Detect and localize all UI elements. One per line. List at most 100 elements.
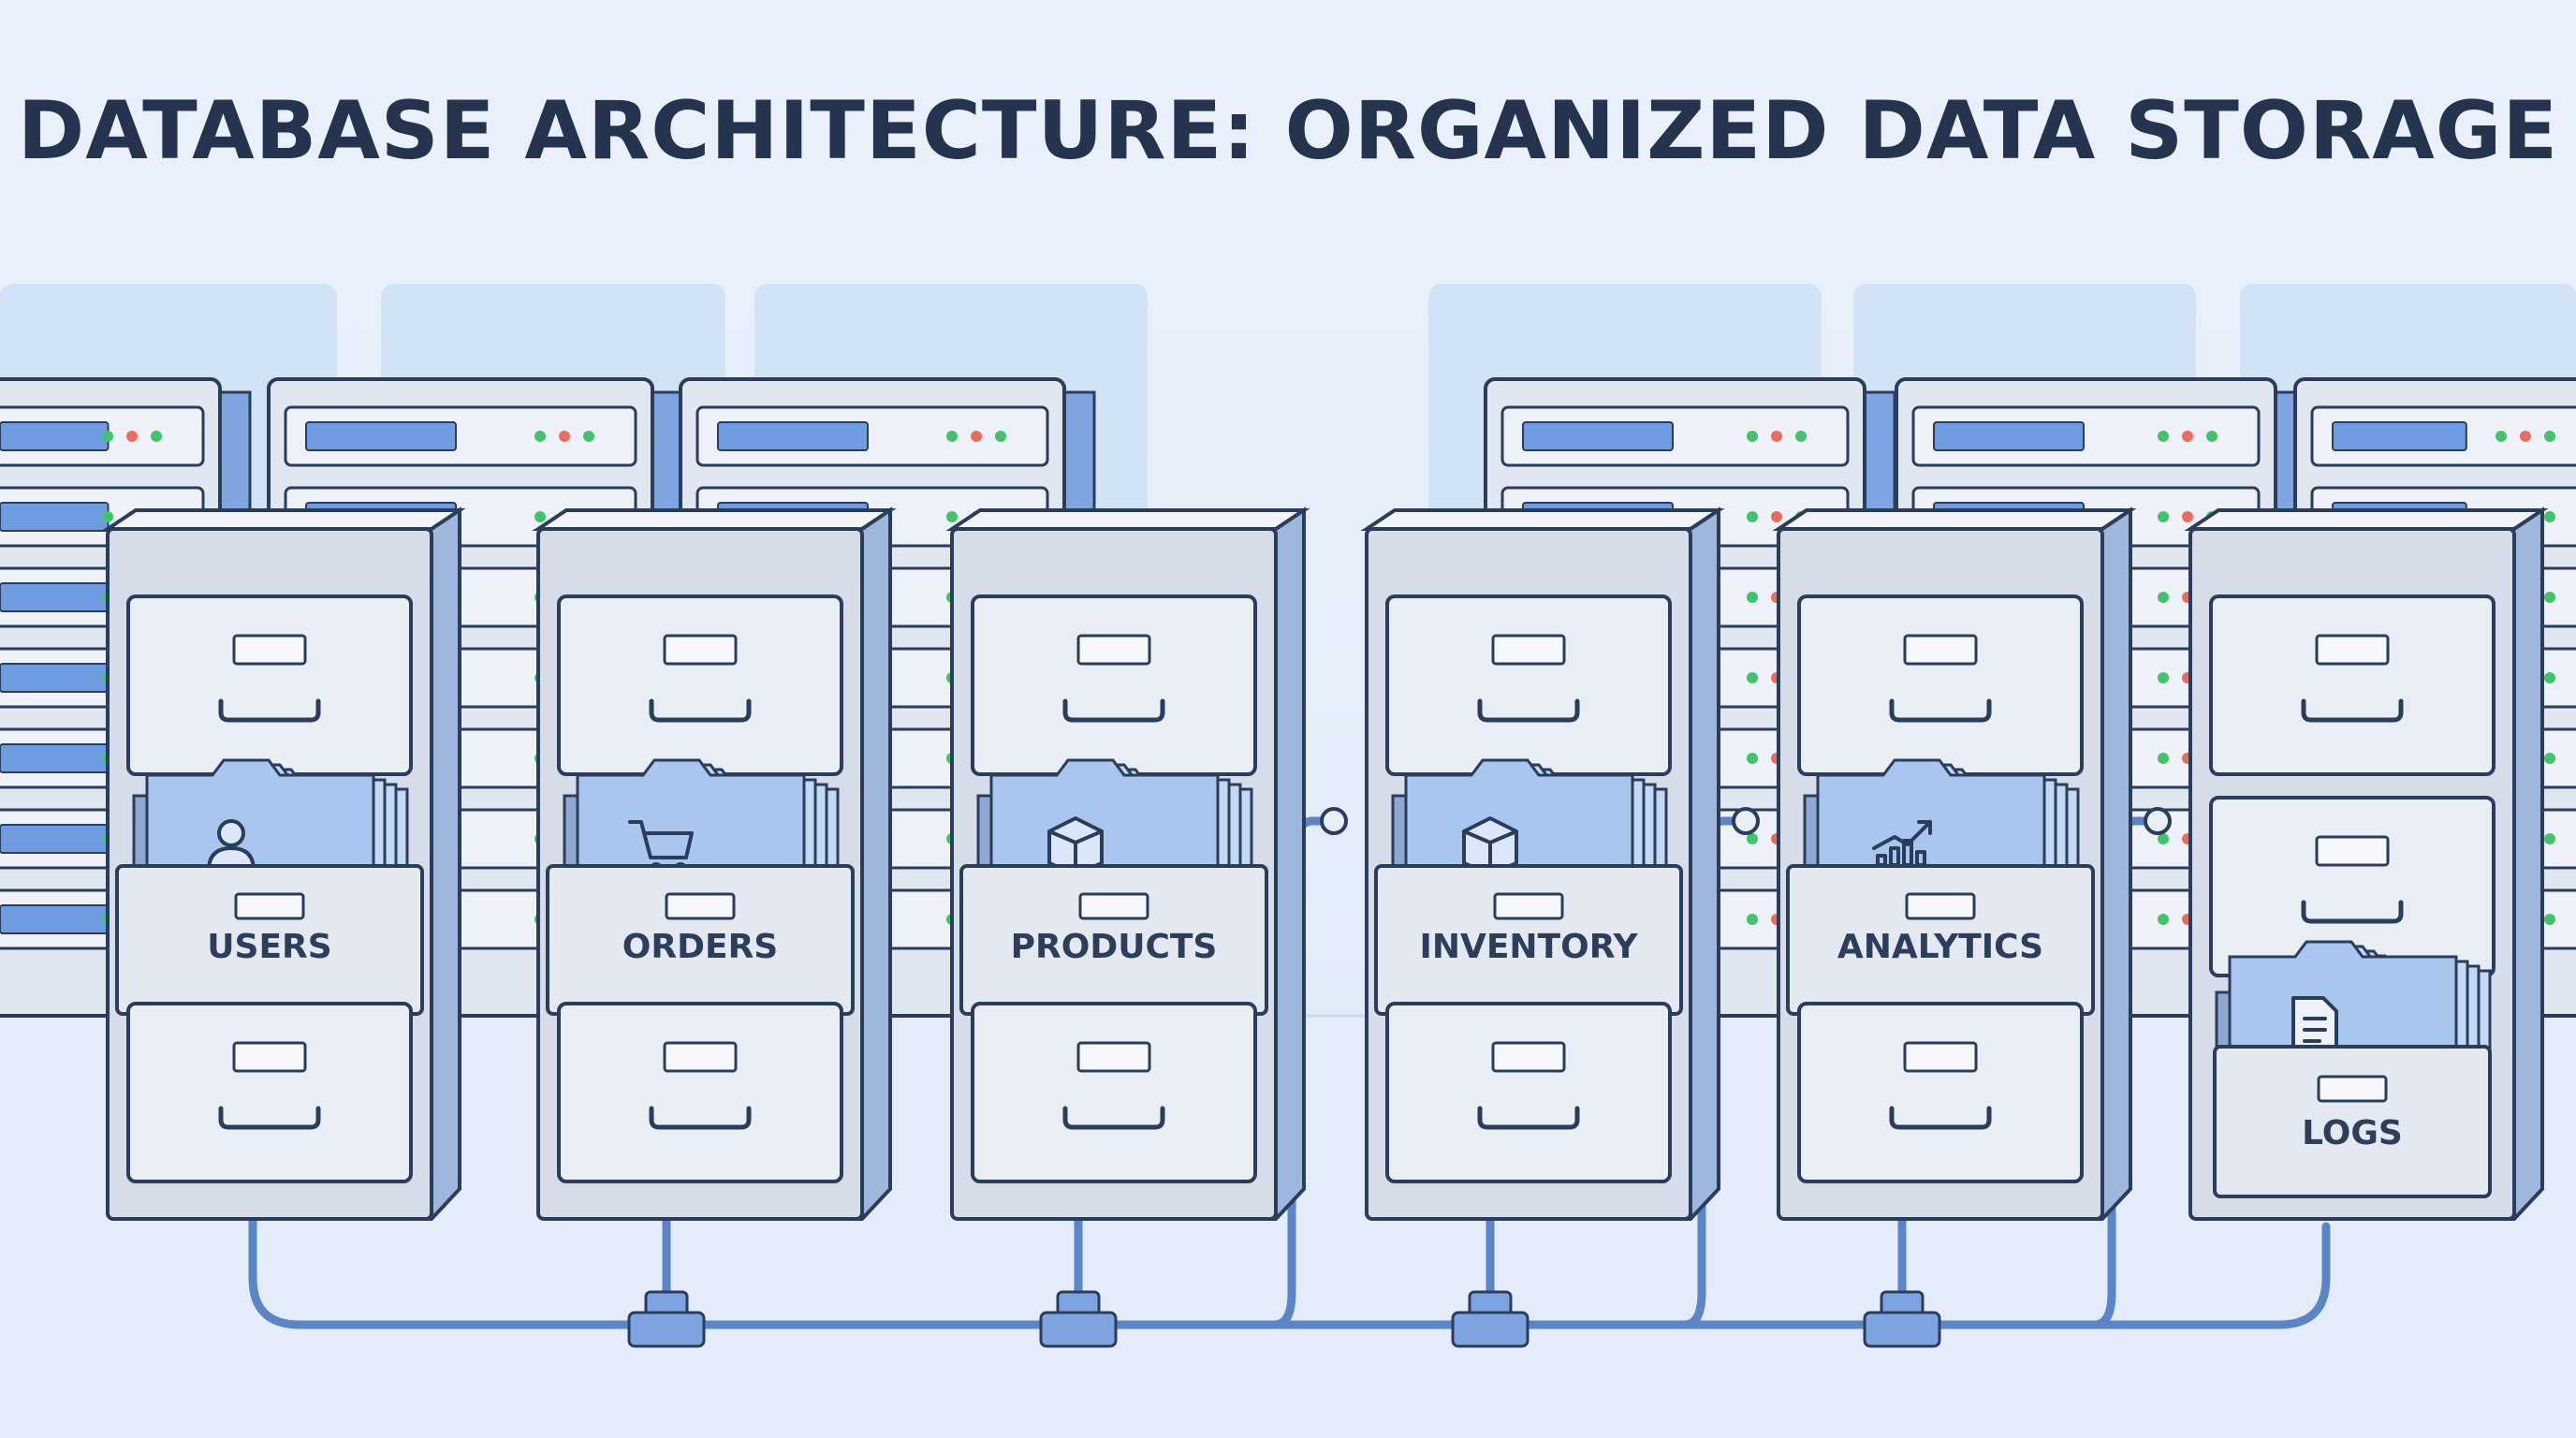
connector-base (627, 1311, 706, 1348)
server-led (559, 431, 570, 442)
drawer (971, 1002, 1257, 1183)
server-led (2544, 672, 2555, 683)
filing-cabinet-products: PRODUCTS (945, 506, 1310, 1221)
drawer-handle (1889, 1106, 1992, 1130)
cabinet-label: ANALYTICS (1837, 928, 2043, 966)
drawer-label-slot (2317, 1075, 2388, 1103)
drawer-label-slot (1903, 1041, 1978, 1073)
server-led (1747, 592, 1758, 603)
drawer-handle (218, 698, 321, 723)
drawer-handle (1062, 698, 1165, 723)
package-icon (1462, 816, 1518, 876)
server-unit-panel (1933, 421, 2085, 451)
folder (1404, 758, 1634, 874)
cabinet-top (2184, 508, 2549, 531)
folder (2228, 940, 2458, 1056)
drawer-label-slot (232, 634, 307, 666)
drawer-handle (2301, 698, 2404, 723)
server-led (534, 511, 546, 522)
pipe-valve (1320, 807, 1348, 835)
filing-cabinet-users: USERS (101, 506, 466, 1221)
server-led (1771, 511, 1782, 522)
server-unit-panel (0, 502, 110, 532)
server-led (2544, 914, 2555, 925)
drawer-label-slot (2315, 835, 2390, 867)
server-led (2158, 592, 2169, 603)
folder (576, 758, 806, 874)
pipe-valve (1732, 807, 1760, 835)
server-led (1747, 431, 1758, 442)
connector-base (1863, 1311, 1941, 1348)
drawer (1797, 1002, 2084, 1183)
cabinet-label: ORDERS (622, 928, 778, 966)
server-led (2158, 914, 2169, 925)
drawer-label-slot (1491, 1041, 1566, 1073)
drawer-handle (2301, 900, 2404, 924)
server-unit-panel (0, 904, 110, 934)
drawer-open (2213, 1045, 2492, 1198)
server-led (2544, 833, 2555, 844)
pipe-connector (1863, 1290, 1941, 1348)
server-led (946, 511, 958, 522)
server-led (2158, 431, 2169, 442)
cabinet-top (945, 508, 1310, 531)
server-led (2544, 592, 2555, 603)
cabinet-top (1772, 508, 2137, 531)
server-led (2182, 431, 2193, 442)
server-led (102, 431, 113, 442)
server-led (946, 431, 958, 442)
server-led (2544, 753, 2555, 764)
page-title: DATABASE ARCHITECTURE: ORGANIZED DATA ST… (17, 84, 2559, 178)
server-unit-panel (1522, 421, 1674, 451)
server-led (2544, 431, 2555, 442)
server-led (1747, 753, 1758, 764)
drawer-label-slot (1076, 1041, 1151, 1073)
filing-cabinet-orders: ORDERS (532, 506, 897, 1221)
drawer-handle (649, 1106, 752, 1130)
filing-cabinet-analytics: ANALYTICS (1772, 506, 2137, 1221)
server-led (102, 511, 113, 522)
server-led (2206, 431, 2217, 442)
server-led (1747, 511, 1758, 522)
drawer (1797, 594, 2084, 776)
cabinet-label: PRODUCTS (1011, 928, 1218, 966)
server-led (1795, 431, 1807, 442)
server-unit-panel (0, 582, 110, 612)
cabinet-label: INVENTORY (1419, 928, 1638, 966)
drawer-label-slot (1905, 892, 1976, 920)
server-led (2520, 431, 2531, 442)
cabinet-label: USERS (207, 928, 331, 966)
drawer-label-slot (1903, 634, 1978, 666)
cabinet-top (532, 508, 897, 531)
server-unit-panel (0, 663, 110, 693)
drawer-label-slot (663, 1041, 738, 1073)
server-led (995, 431, 1006, 442)
server-led (1747, 672, 1758, 683)
drawer (126, 594, 413, 776)
filing-cabinet-inventory: INVENTORY (1360, 506, 1725, 1221)
server-led (1747, 914, 1758, 925)
server-led (151, 431, 162, 442)
server-unit-panel (717, 421, 869, 451)
server-led (583, 431, 594, 442)
cabinet-top (1360, 508, 1725, 531)
server-unit-panel (0, 824, 110, 854)
folder (989, 758, 1220, 874)
drawer-label-slot (1076, 634, 1151, 666)
server-led (971, 431, 982, 442)
pipe-valve (2144, 807, 2172, 835)
drawer (1385, 594, 1672, 776)
server-led (534, 431, 546, 442)
server-led (2158, 833, 2169, 844)
server-unit-panel (0, 743, 110, 773)
drawer (557, 1002, 843, 1183)
folder (1816, 758, 2046, 874)
drawer-label-slot (665, 892, 736, 920)
drawer-label-slot (2315, 634, 2390, 666)
cabinet-label: LOGS (2302, 1114, 2403, 1152)
drawer-handle (1477, 1106, 1580, 1130)
drawer-handle (1889, 698, 1992, 723)
drawer (1385, 1002, 1672, 1183)
cabinet-top (101, 508, 466, 531)
